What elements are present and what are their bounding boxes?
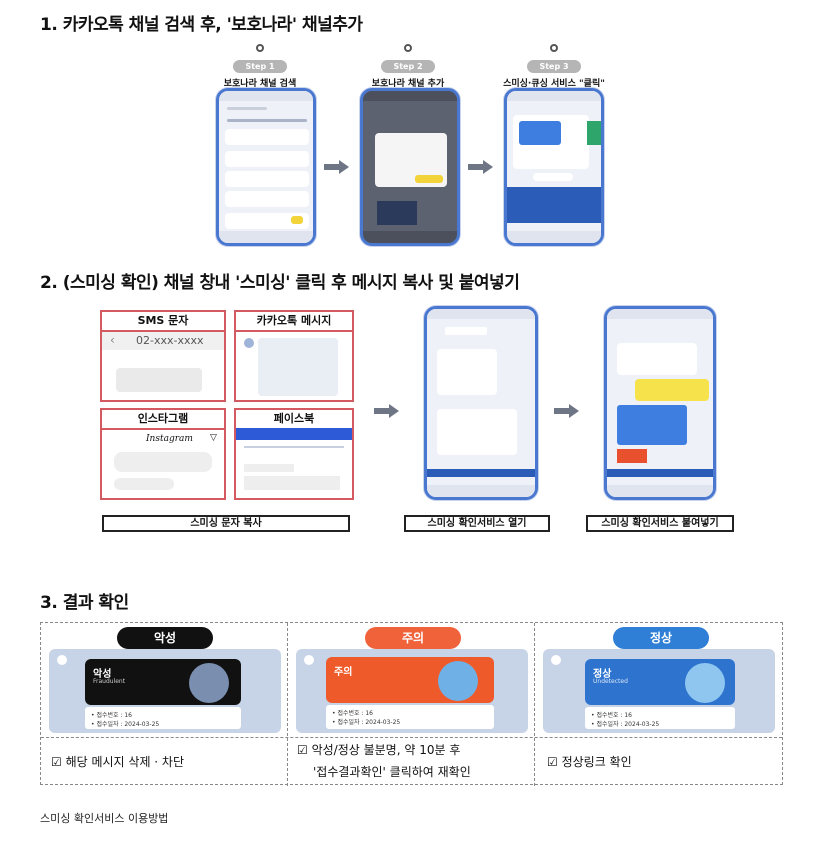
step1-header: Step 1 보호나라 채널 검색 xyxy=(200,44,320,89)
instagram-box: 인스타그램 Instagram ▽ xyxy=(100,408,226,500)
result-card-caution: 주의 • 접수번호 : 16 • 접수일자 : 2024-03-25 xyxy=(296,649,528,733)
phone-step1-search xyxy=(216,88,316,246)
facebook-box-title: 페이스북 xyxy=(236,410,352,430)
step1-caption: 보호나라 채널 검색 xyxy=(223,79,297,89)
label-copy-sms: 스미싱 문자 복사 xyxy=(102,515,350,532)
step2-pill: Step 2 xyxy=(381,60,435,73)
section1-title: 1. 카카오톡 채널 검색 후, '보호나라' 채널추가 xyxy=(40,15,363,35)
badge-caution: 주의 xyxy=(365,627,461,649)
label-paste-service: 스미싱 확인서비스 붙여넣기 xyxy=(586,515,734,532)
card-sub-malicious: Fraudulent xyxy=(93,678,126,685)
phone-open-service xyxy=(424,306,538,500)
info-line-2: • 접수일자 : 2024-03-25 xyxy=(591,721,660,728)
phone-paste-service xyxy=(604,306,716,500)
kakao-box: 카카오톡 메시지 xyxy=(234,310,354,402)
channel-avatar xyxy=(57,655,67,665)
arrow-right-icon xyxy=(324,160,350,174)
step2-header: Step 2 보호나라 채널 추가 xyxy=(348,44,468,89)
filter-icon: ▽ xyxy=(210,433,217,443)
sms-box-title: SMS 문자 xyxy=(102,312,224,332)
info-line-1: • 접수번호 : 16 xyxy=(591,712,632,719)
card-title-malicious: 악성 xyxy=(93,669,112,680)
owl-mascot-icon xyxy=(685,663,725,703)
sms-number: 02-xxx-xxxx xyxy=(136,334,204,347)
action-caution-line1: ☑ 악성/정상 불분명, 약 10분 후 xyxy=(297,743,461,757)
phone-step3-click xyxy=(504,88,604,246)
step3-pill: Step 3 xyxy=(527,60,581,73)
action-malicious: ☑ 해당 메시지 삭제 · 차단 xyxy=(51,755,185,769)
section2-title: 2. (스미싱 확인) 채널 창내 '스미싱' 클릭 후 메시지 복사 및 붙여… xyxy=(40,273,520,293)
badge-normal: 정상 xyxy=(613,627,709,649)
result-card-normal: 정상 Undetected • 접수번호 : 16 • 접수일자 : 2024-… xyxy=(543,649,775,733)
info-line-1: • 접수번호 : 16 xyxy=(91,712,132,719)
results-table: 악성 악성 Fraudulent • 접수번호 : 16 • 접수일자 : 20… xyxy=(40,622,783,786)
instagram-logo: Instagram xyxy=(146,434,193,444)
step1-pill: Step 1 xyxy=(233,60,287,73)
sms-box: SMS 문자 ‹ 02-xxx-xxxx xyxy=(100,310,226,402)
badge-malicious: 악성 xyxy=(117,627,213,649)
info-line-2: • 접수일자 : 2024-03-25 xyxy=(91,721,160,728)
step-dot-icon xyxy=(550,44,558,52)
arrow-right-icon xyxy=(554,404,580,418)
phone-step2-add xyxy=(360,88,460,246)
owl-mascot-icon xyxy=(438,661,478,701)
card-title-caution: 주의 xyxy=(334,667,353,678)
instagram-box-title: 인스타그램 xyxy=(102,410,224,430)
back-chevron-icon: ‹ xyxy=(110,333,115,347)
footer-caption: 스미싱 확인서비스 이용방법 xyxy=(40,812,169,825)
step3-caption: 스미싱·큐싱 서비스 "클릭" xyxy=(503,79,605,89)
channel-avatar xyxy=(304,655,314,665)
info-line-2: • 접수일자 : 2024-03-25 xyxy=(332,719,401,726)
step-dot-icon xyxy=(404,44,412,52)
arrow-right-icon xyxy=(374,404,400,418)
action-caution-line2: '접수결과확인' 클릭하여 재확인 xyxy=(313,765,471,779)
avatar xyxy=(244,338,254,348)
step2-caption: 보호나라 채널 추가 xyxy=(371,79,445,89)
label-open-service: 스미싱 확인서비스 열기 xyxy=(404,515,550,532)
card-title-normal: 정상 xyxy=(593,669,612,680)
owl-mascot-icon xyxy=(189,663,229,703)
info-line-1: • 접수번호 : 16 xyxy=(332,710,373,717)
section3-title: 3. 결과 확인 xyxy=(40,593,129,613)
facebook-box: 페이스북 xyxy=(234,408,354,500)
step-dot-icon xyxy=(256,44,264,52)
card-sub-normal: Undetected xyxy=(593,678,628,685)
channel-avatar xyxy=(551,655,561,665)
arrow-right-icon xyxy=(468,160,494,174)
kakao-box-title: 카카오톡 메시지 xyxy=(236,312,352,332)
result-card-malicious: 악성 Fraudulent • 접수번호 : 16 • 접수일자 : 2024-… xyxy=(49,649,281,733)
step3-header: Step 3 스미싱·큐싱 서비스 "클릭" xyxy=(494,44,614,89)
action-normal: ☑ 정상링크 확인 xyxy=(547,755,632,769)
